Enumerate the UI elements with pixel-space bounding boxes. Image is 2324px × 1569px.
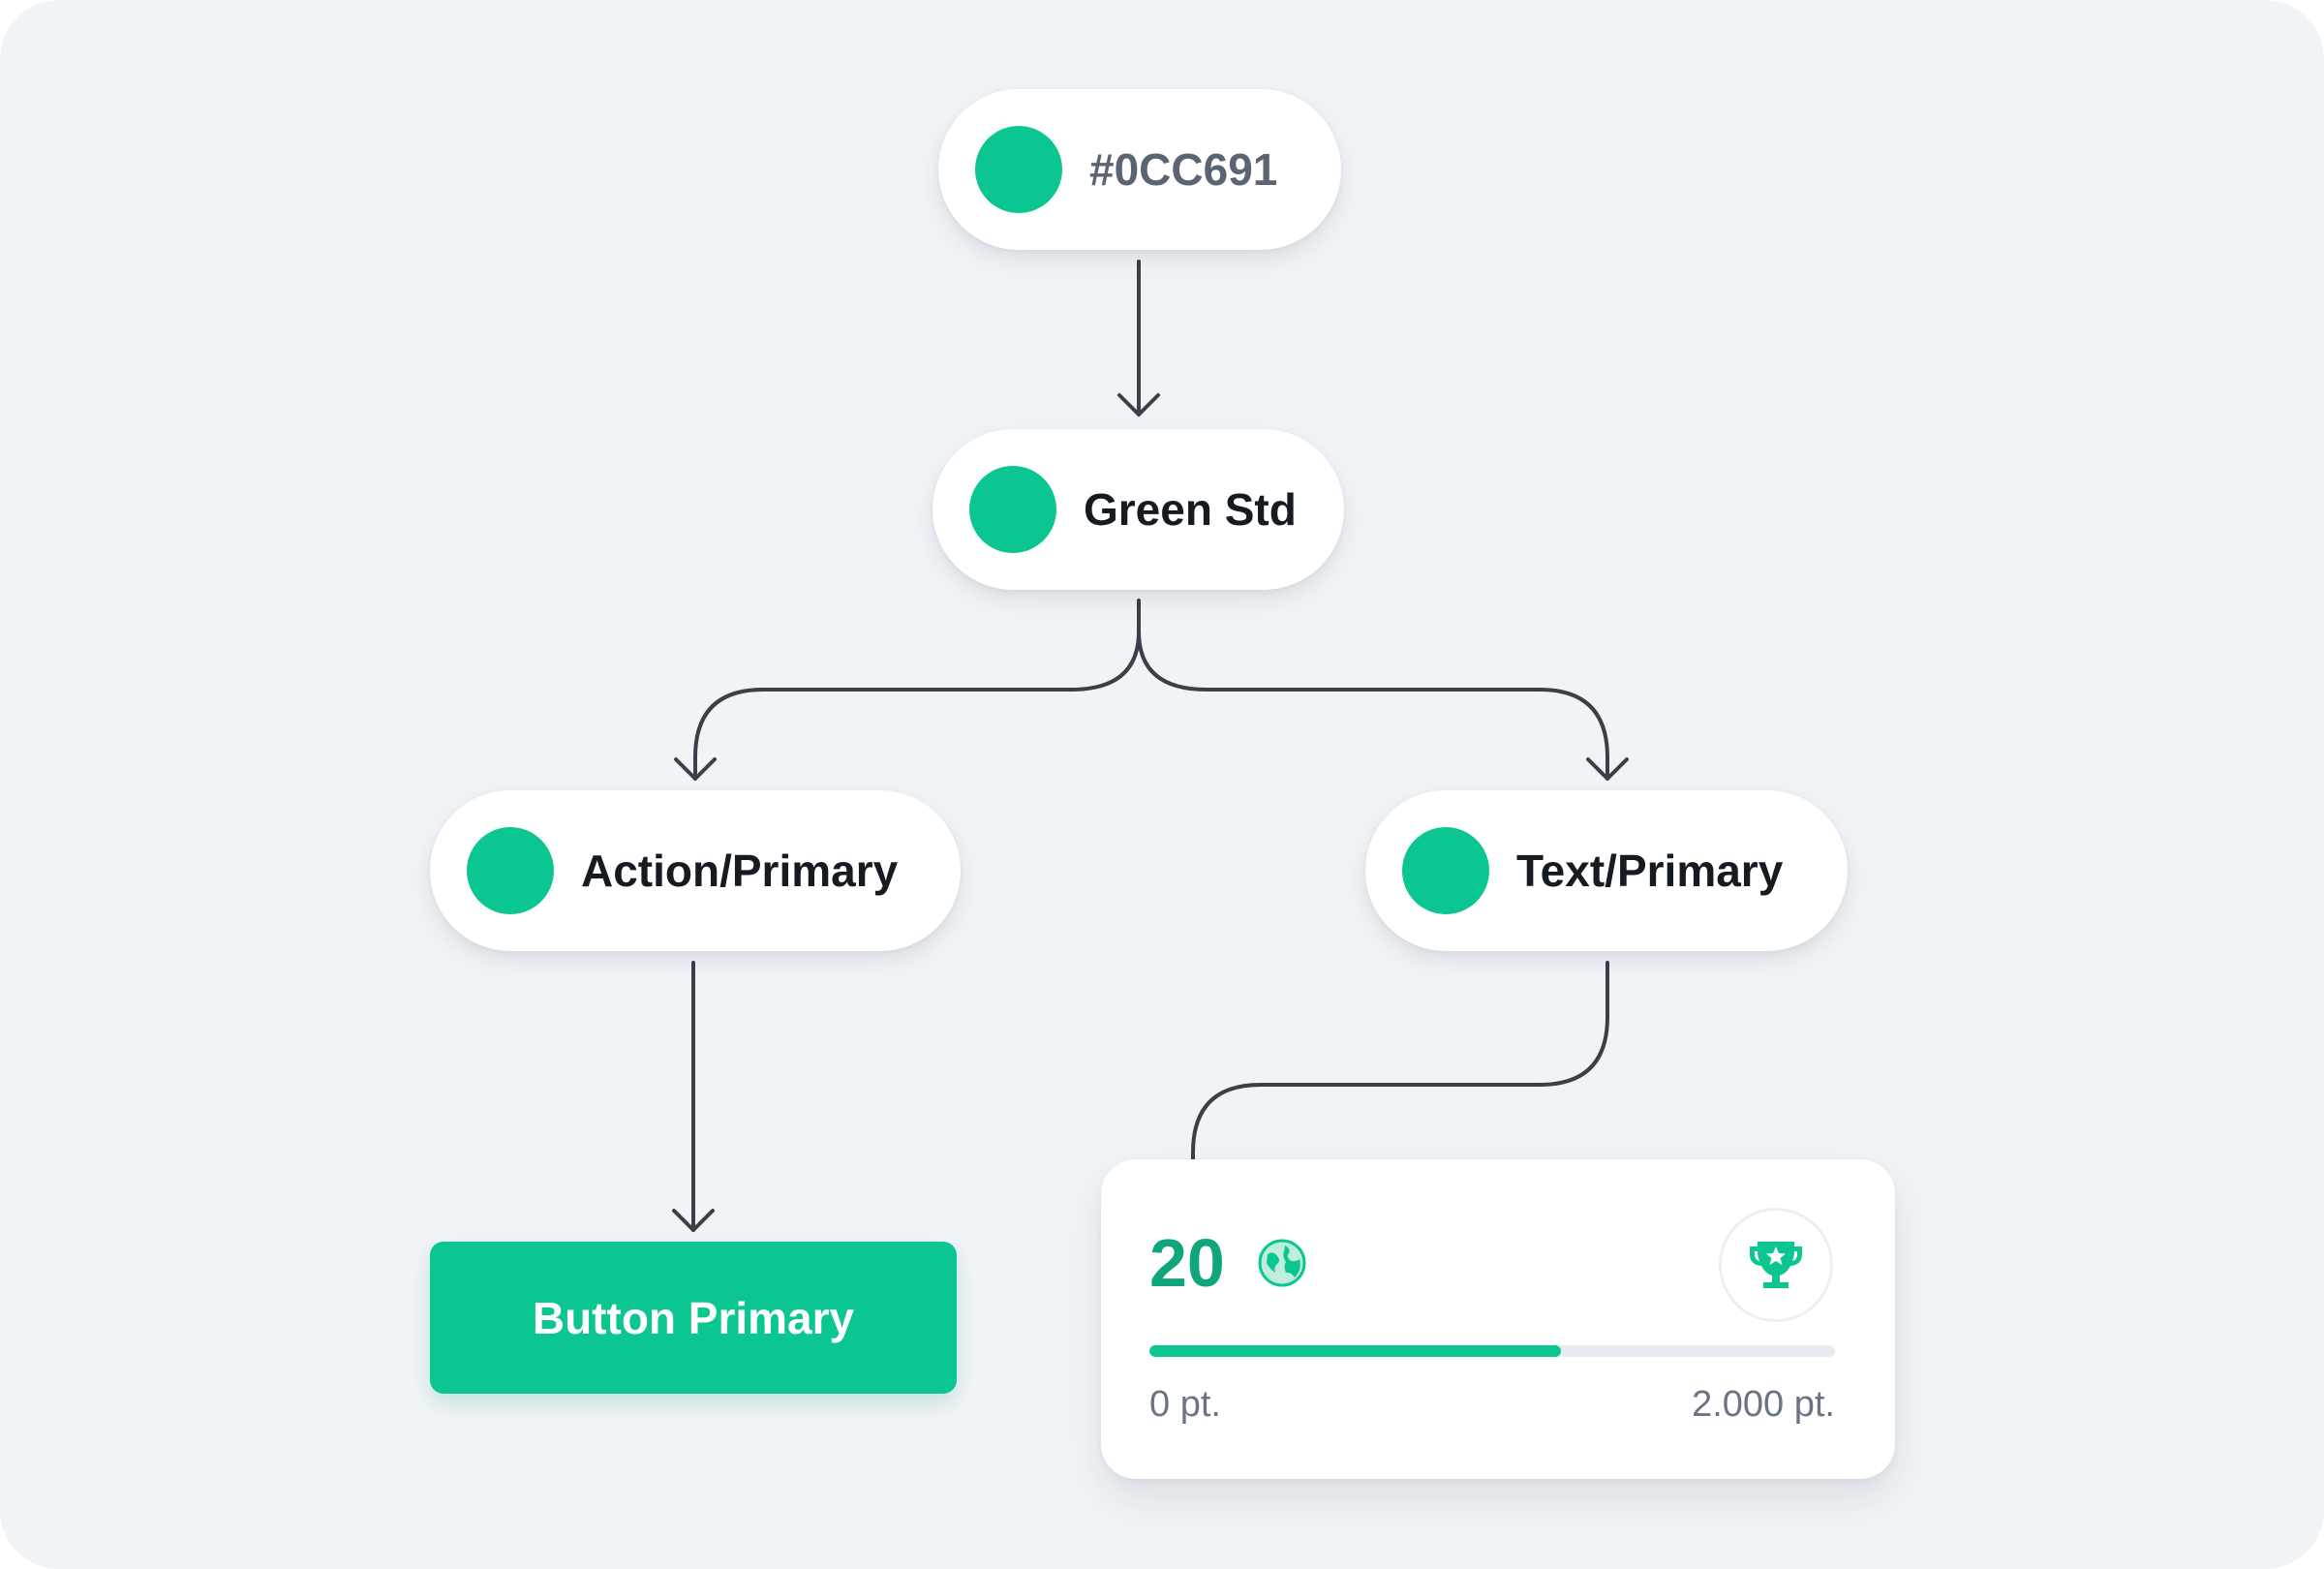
color-swatch xyxy=(969,466,1056,553)
arrowhead-token xyxy=(1117,393,1160,416)
arrowhead-action xyxy=(674,757,717,781)
progress-fill xyxy=(1149,1345,1561,1357)
trophy-badge xyxy=(1719,1208,1833,1322)
score-value: 20 xyxy=(1149,1225,1225,1301)
connector-token-to-action xyxy=(693,599,1141,781)
trophy-icon xyxy=(1750,1242,1802,1288)
node-text-primary[interactable]: Text/Primary xyxy=(1365,790,1848,951)
node-green-std[interactable]: Green Std xyxy=(933,429,1344,590)
color-swatch xyxy=(467,827,554,914)
progress-card: 20 0 pt. 2.000 pt. xyxy=(1101,1159,1895,1479)
arrowhead-button xyxy=(672,1209,715,1232)
connector-token-to-text xyxy=(1137,630,1609,781)
node-label: Green Std xyxy=(1084,484,1297,535)
node-action-primary[interactable]: Action/Primary xyxy=(430,790,961,951)
progress-min-label: 0 pt. xyxy=(1149,1384,1221,1425)
connector-text-to-card xyxy=(1191,961,1609,1209)
progress-track xyxy=(1149,1345,1835,1357)
globe-icon xyxy=(1258,1239,1306,1287)
node-label: #0CC691 xyxy=(1089,144,1278,195)
button-primary[interactable]: Button Primary xyxy=(430,1242,957,1394)
node-label: Action/Primary xyxy=(581,846,899,896)
node-hex-color[interactable]: #0CC691 xyxy=(938,89,1341,250)
progress-max-label: 2.000 pt. xyxy=(1692,1384,1835,1425)
color-swatch xyxy=(1402,827,1489,914)
arrowhead-text xyxy=(1586,757,1629,781)
color-swatch xyxy=(975,126,1062,213)
node-label: Text/Primary xyxy=(1516,846,1784,896)
